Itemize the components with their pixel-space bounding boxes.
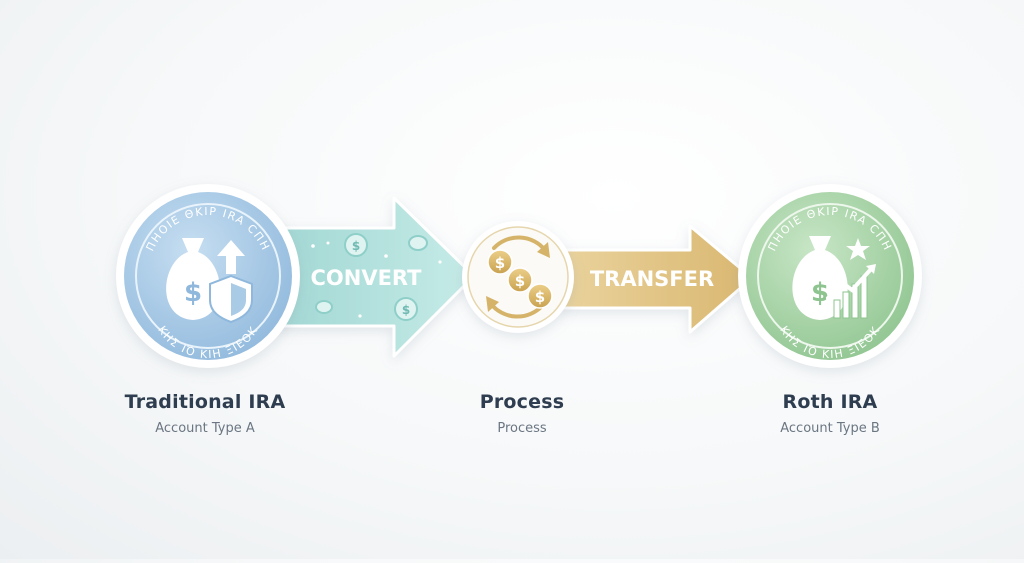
svg-text:$: $ — [495, 254, 505, 272]
svg-text:$: $ — [515, 272, 525, 290]
svg-text:$: $ — [811, 278, 829, 308]
process-subtitle: Process — [497, 421, 547, 436]
convert-arrow-label: CONVERT — [311, 266, 423, 290]
roth-ira-medallion: ΠΗΟΙΕ ΘΚΙΡ IRA CΠΗ ΚΗΣ ΙΌ ΚΙΗ ΞΙΕΟΚ $ — [738, 184, 922, 368]
traditional-ira-medallion: ΠΗΟΙΕ ΘΚΙΡ IRA CΠΗ ΚΗΣ ΙΌ ΚΙΗ ΞΙΕΟΚ $ — [116, 184, 300, 368]
floating-coins: $ $ — [311, 233, 442, 321]
svg-text:$: $ — [402, 303, 410, 317]
traditional-ira-label-block: Traditional IRA Account Type A — [85, 391, 325, 436]
coins-cycle-icon: $ $ $ — [486, 235, 553, 319]
traditional-ira-title: Traditional IRA — [124, 391, 286, 413]
traditional-ira-subtitle: Account Type A — [155, 421, 255, 436]
money-bag-shield-icon: $ — [166, 238, 253, 324]
process-label-block: Process Process — [402, 391, 642, 436]
process-title: Process — [479, 391, 565, 413]
roth-ira-label-block: Roth IRA Account Type B — [710, 391, 950, 436]
transfer-arrow — [558, 224, 754, 334]
process-medallion: $ $ $ — [462, 221, 574, 333]
roth-ira-title: Roth IRA — [782, 391, 878, 413]
transfer-arrow-label: TRANSFER — [590, 267, 714, 291]
svg-text:$: $ — [535, 288, 545, 306]
svg-text:$: $ — [352, 239, 360, 253]
money-bag-growth-chart-icon: $ — [792, 236, 876, 320]
svg-text:$: $ — [184, 278, 202, 308]
roth-ira-subtitle: Account Type B — [780, 421, 880, 436]
